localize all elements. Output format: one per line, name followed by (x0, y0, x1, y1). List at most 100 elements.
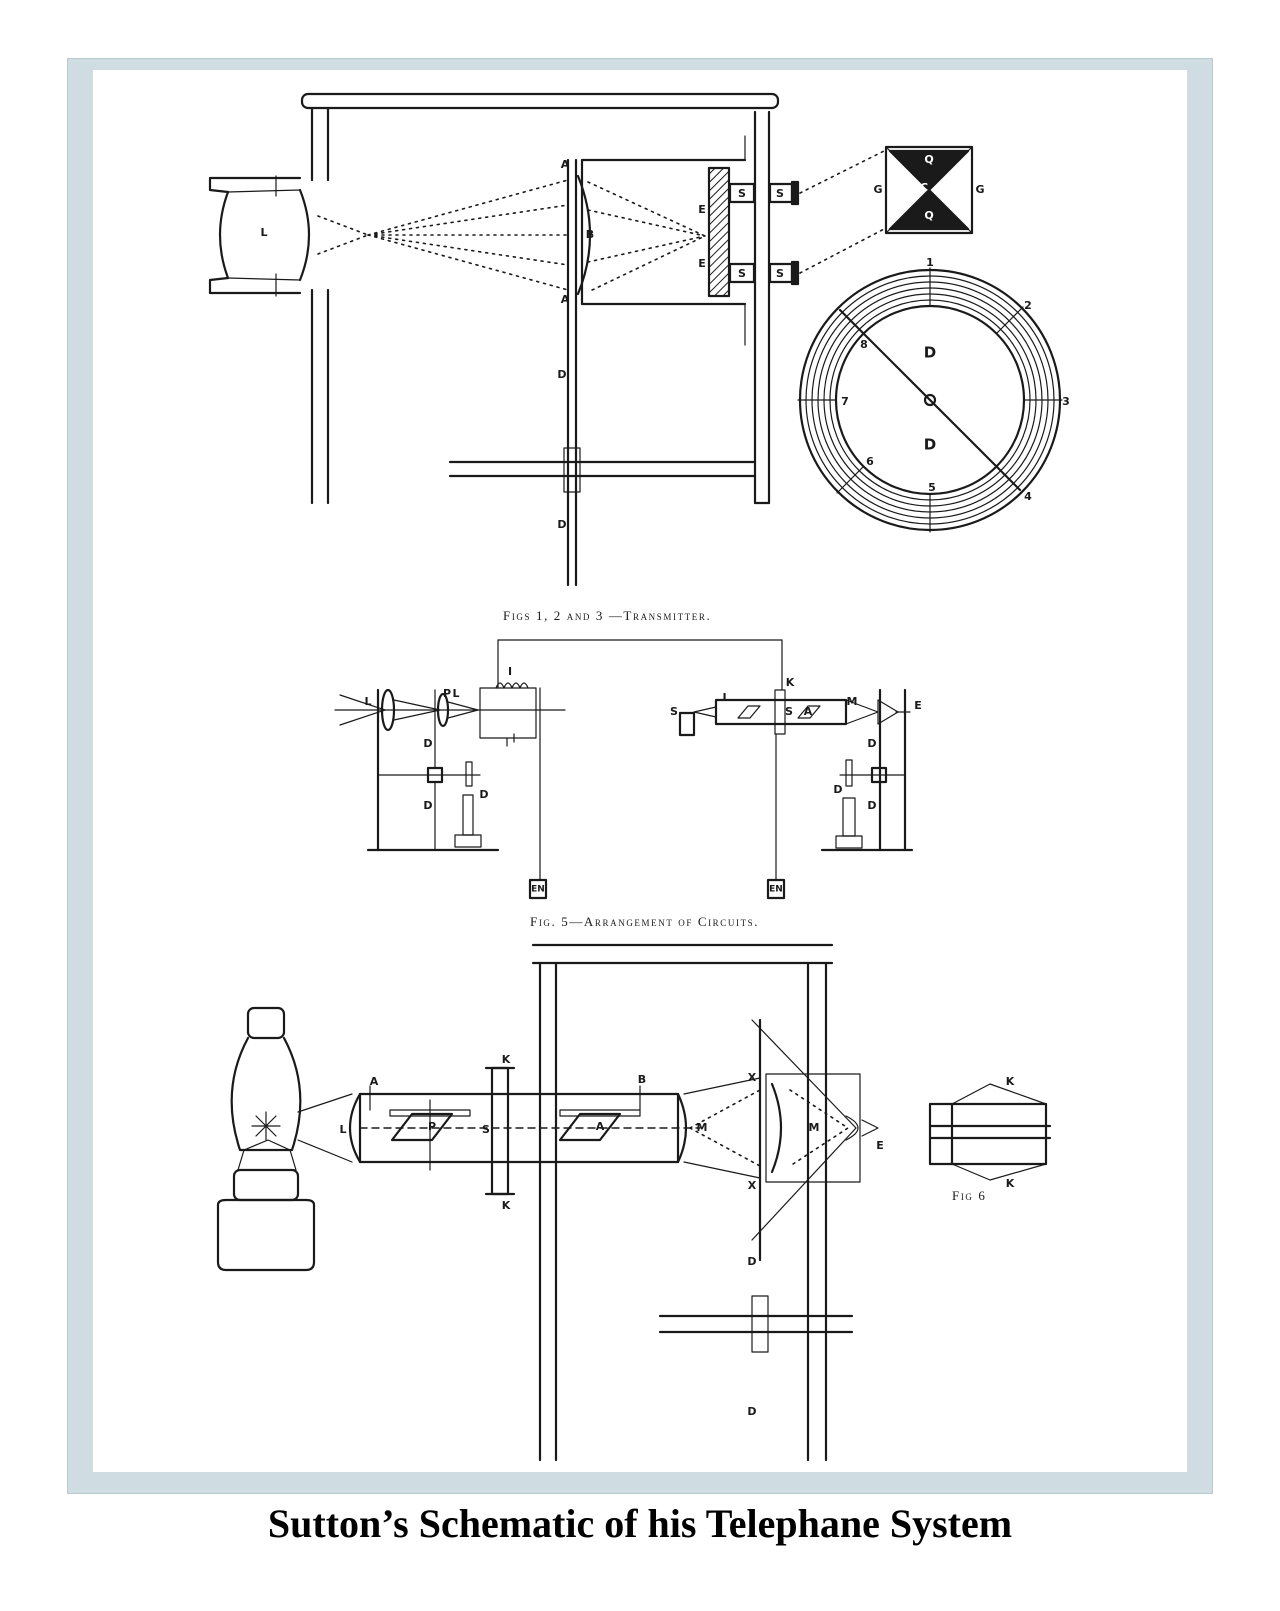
fig6-clamp (928, 1083, 1052, 1181)
label-fig3-4: 4 (1024, 490, 1032, 503)
label-fig5-earth-1: EN (531, 885, 545, 895)
label-fig3-9: D (924, 344, 936, 362)
terminal-s1 (728, 182, 756, 204)
label-fig4-13: X (748, 1179, 757, 1192)
label-fig4-12: X (748, 1071, 757, 1084)
label-fig1-8: S (776, 187, 784, 200)
earth-left (528, 878, 548, 900)
light-cone-2 (367, 179, 569, 291)
caption-circuits: Fig. 5—Arrangement of Circuits. (530, 914, 760, 929)
fig1-transmitter (208, 92, 887, 587)
label-fig1-12: D (557, 518, 566, 531)
label-fig2-3: G (975, 183, 984, 196)
lens-l-left (218, 190, 230, 280)
selenium-plate (707, 166, 731, 298)
label-fig3-5: 5 (928, 481, 936, 494)
fig5-circuits (334, 639, 914, 900)
label-fig4-15: D (747, 1405, 756, 1418)
label-fig5l-6: D (423, 799, 432, 812)
label-fig4-1: L (339, 1123, 346, 1136)
disc-diameter (838, 308, 1022, 492)
label-fig5r-6: M (847, 695, 858, 708)
label-fig2-2: C (920, 181, 928, 194)
lamp-source (678, 711, 696, 737)
label-fig5l-4: I (508, 665, 512, 678)
label-fig4-9: M (697, 1121, 708, 1134)
label-fig2-4: Q (924, 153, 933, 166)
label-fig4-10: M (809, 1121, 820, 1134)
terminal-s3 (728, 262, 756, 284)
label-fig1-2: A (561, 158, 570, 171)
label-fig6-1: K (1006, 1075, 1015, 1088)
label-fig3-10: D (924, 436, 936, 454)
eye-piece (861, 1119, 879, 1137)
label-fig4-3: P (428, 1120, 436, 1133)
clamp-k (490, 1066, 510, 1196)
label-fig5r-4: K (786, 676, 795, 689)
fig2-cell (884, 145, 974, 235)
label-fig5r-7: E (914, 699, 922, 712)
page-title: Sutton’s Schematic of his Telephane Syst… (267, 1501, 1013, 1546)
label-fig5l-5: D (423, 737, 432, 750)
label-fig1-4: A (561, 293, 570, 306)
lens-l-right (298, 188, 311, 282)
label-fig5l-1: L (364, 695, 371, 708)
label-fig1-7: S (738, 187, 746, 200)
disc-hub (923, 393, 937, 407)
labels-fig5: L P L I D D D S L A K S M E D D D EN EN (364, 665, 921, 895)
label-fig3-8: 8 (860, 338, 868, 351)
label-fig5r-1: S (670, 705, 678, 718)
label-fig3-1: 1 (926, 256, 934, 269)
label-fig2-5: Q (924, 209, 933, 222)
label-fig3-6: 6 (866, 455, 874, 468)
label-fig5l-3: L (452, 687, 459, 700)
top-bar (300, 92, 780, 110)
fig3-disc (797, 267, 1063, 533)
label-fig4-11: E (876, 1139, 884, 1152)
label-fig5-earth-2: EN (769, 885, 783, 895)
label-fig4-8: B (638, 1073, 646, 1086)
label-fig1-5: E (698, 203, 706, 216)
label-fig4-2: A (370, 1075, 379, 1088)
label-fig4-4: K (502, 1053, 511, 1066)
label-fig3-2: 2 (1024, 299, 1032, 312)
label-fig4-7: A (596, 1120, 605, 1133)
polariser-p (390, 1112, 454, 1142)
label-fig1-1: L (260, 226, 267, 239)
earth-right (766, 878, 786, 900)
label-fig4-5: K (502, 1199, 511, 1212)
label-fig1-3: B (586, 228, 594, 241)
labels-fig2: G C G Q Q (873, 153, 984, 222)
cell-box (580, 158, 747, 306)
label-fig5r-3: A (804, 705, 813, 718)
label-fig2-1: G (873, 183, 882, 196)
label-fig1-6: E (698, 257, 706, 270)
labels-fig3: 1 2 3 4 5 6 7 8 D D (841, 256, 1070, 503)
analyser-a (558, 1112, 622, 1142)
labels-fig4: L A P K K S A B M M E X X D D (339, 1053, 883, 1418)
lens-housing (208, 176, 302, 295)
label-fig6-2: K (1006, 1177, 1015, 1190)
label-fig5r-9: D (833, 783, 842, 796)
caption-transmitter: Figs 1, 2 and 3 —Transmitter. (503, 608, 712, 623)
label-fig4-6: S (482, 1123, 490, 1136)
light-cone-3 (587, 181, 706, 293)
label-fig5l-2: P (443, 687, 451, 700)
label-fig1-9: S (738, 267, 746, 280)
label-fig5r-5: S (785, 705, 793, 718)
coil-circuit (479, 687, 537, 739)
label-fig4-14: D (747, 1255, 756, 1268)
analyser-tube (714, 698, 848, 726)
labels-fig1: L A B A E E S S S S D D (260, 158, 784, 531)
label-fig1-11: D (557, 368, 566, 381)
cell-square (884, 145, 974, 235)
fig4-receiver (216, 943, 879, 1462)
light-cone-1 (317, 215, 369, 255)
label-fig5r-8: D (867, 737, 876, 750)
label-fig3-7: 7 (841, 395, 849, 408)
label-fig5l-7: D (479, 788, 488, 801)
caption-fig6: Fig 6 (952, 1188, 987, 1203)
label-fig3-3: 3 (1062, 395, 1070, 408)
label-fig5r-10: D (867, 799, 876, 812)
